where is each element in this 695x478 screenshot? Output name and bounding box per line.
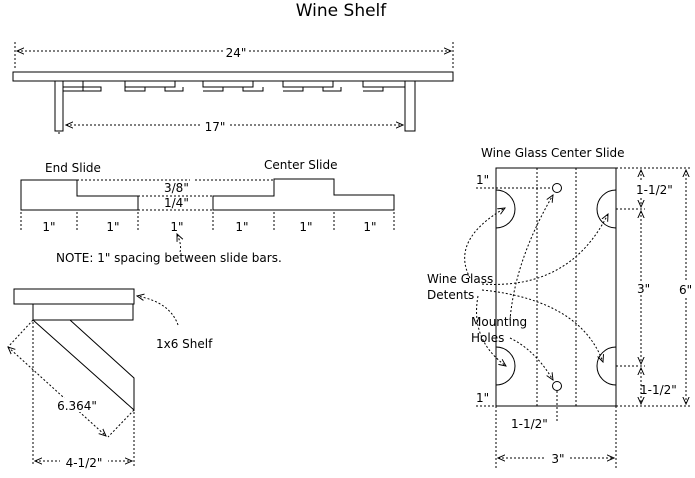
segment-width-1: 1" [42, 220, 55, 234]
shelf-callout: 1x6 Shelf [156, 337, 213, 351]
spacing-note: NOTE: 1" spacing between slide bars. [56, 251, 282, 265]
segment-width-2: 1" [106, 220, 119, 234]
end-slide-label: End Slide [45, 161, 101, 175]
detent-top-left [495, 189, 516, 229]
slide-bars [63, 81, 405, 92]
slide-height-upper: 3/8" [164, 181, 189, 195]
mounting-hole-bottom [552, 381, 562, 391]
end-slide-profile [20, 179, 139, 211]
detent-top-right [596, 189, 617, 229]
segment-width-4: 1" [235, 220, 248, 234]
hole-offset-label: 1-1/2" [511, 417, 548, 431]
center-slide-label: Center Slide [264, 158, 338, 172]
detents-label-line1: Wine Glass [427, 272, 493, 286]
shelf-leader [137, 296, 179, 326]
base-label: 4-1/2" [66, 456, 103, 470]
wall-cleat-side [32, 303, 134, 321]
shelf-top-view: 24" 17" [12, 42, 454, 134]
diagonal-dimension [8, 347, 106, 436]
center-slide-detail: Wine Glass Center Slide Wine Glass Deten… [427, 146, 695, 470]
holes-label-line1: Mounting [471, 315, 527, 329]
top-offset-label: 1" [476, 173, 489, 187]
slide-profiles: End Slide Center Slide 3/8" 1/4" 1" 1" 1… [20, 158, 395, 265]
bracket-brace [32, 319, 135, 412]
holes-label-line2: Holes [471, 331, 504, 345]
left-leg [54, 80, 64, 132]
slide-height-lower: 1/4" [164, 196, 189, 210]
center-slide-title: Wine Glass Center Slide [481, 146, 625, 160]
upper-right-label: 1-1/2" [636, 183, 673, 197]
shelf-board [12, 71, 454, 82]
shelf-board-side [13, 288, 135, 305]
center-slide-body [495, 167, 617, 407]
right-leg [404, 80, 416, 132]
detent-bottom-left [495, 346, 516, 386]
overall-width-label: 24" [226, 46, 247, 60]
leg-spacing-label: 17" [205, 120, 226, 134]
segment-width-3: 1" [170, 220, 183, 234]
diagonal-label: 6.364" [57, 399, 97, 413]
detent-bottom-right [596, 346, 617, 386]
lower-right-label: 1-1/2" [640, 383, 677, 397]
detents-label-line2: Detents [427, 288, 474, 302]
total-height-label: 6" [679, 283, 692, 297]
note-leader [177, 234, 181, 253]
mounting-hole-top [552, 183, 562, 193]
center-slide-profile [212, 178, 395, 211]
segment-width-5: 1" [299, 220, 312, 234]
middle-label: 3" [637, 282, 650, 296]
width-label: 3" [551, 452, 564, 466]
drawing-title: Wine Shelf [296, 1, 388, 21]
segment-width-6: 1" [363, 220, 376, 234]
bracket-side-view: 1x6 Shelf 6.364" 4-1/2" [8, 288, 213, 470]
bottom-offset-label: 1" [476, 391, 489, 405]
